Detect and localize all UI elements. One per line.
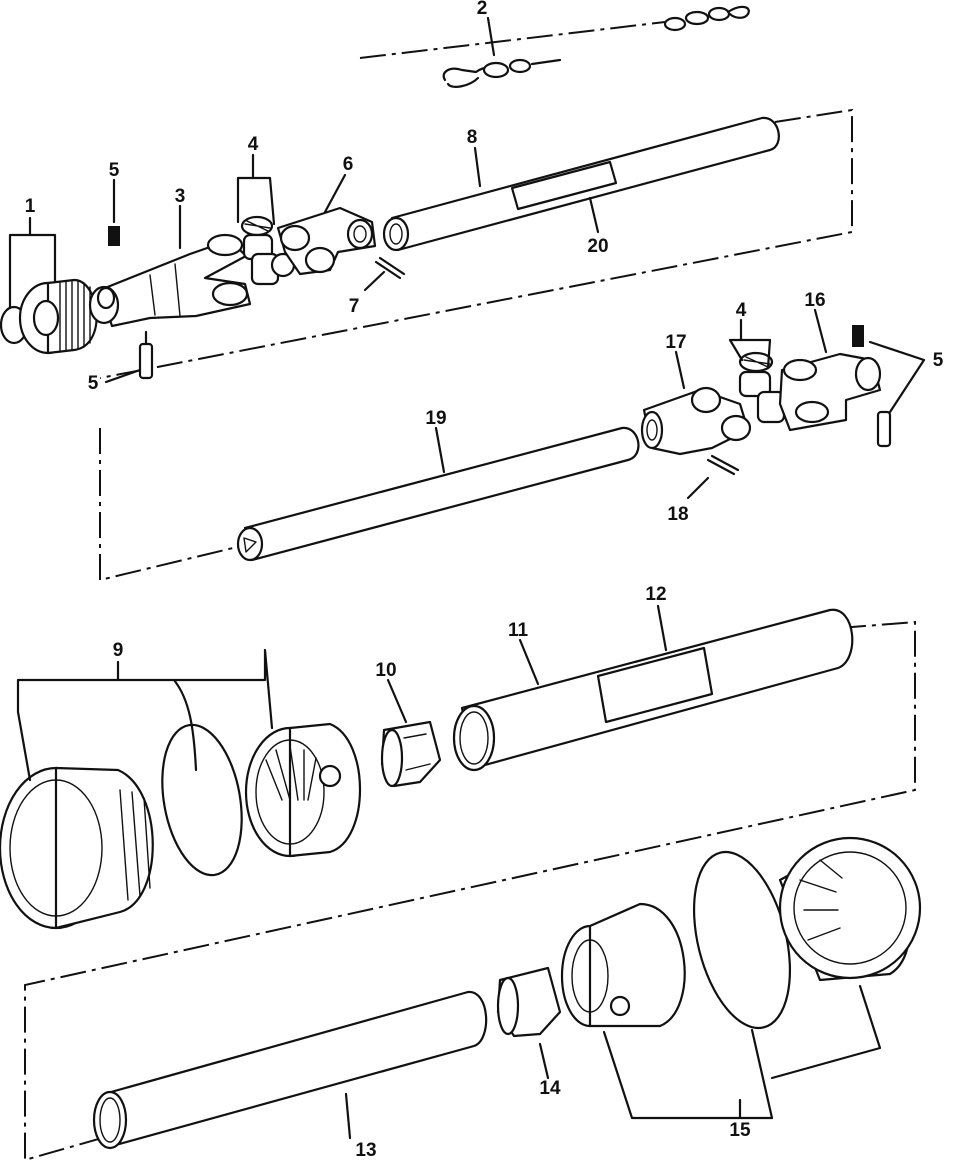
callout-18: 18 [667, 504, 688, 525]
callout-7: 7 [349, 296, 360, 317]
decal-part-12 [596, 646, 714, 724]
callout-15: 15 [729, 1120, 751, 1141]
yoke-part-6 [276, 206, 377, 276]
outer-tube-part-19 [236, 426, 640, 562]
callout-9: 9 [113, 640, 124, 661]
inner-shield-tube-part-13 [92, 990, 488, 1150]
bearing-ring-part-14 [496, 966, 562, 1038]
callout-5: 5 [109, 160, 120, 181]
callout-5b: 5 [88, 373, 99, 394]
callout-6: 6 [343, 154, 354, 175]
quick-release-collar-part-1 [18, 278, 98, 355]
spring-pin-part-18 [706, 454, 740, 476]
decal-part-20 [510, 160, 618, 211]
yoke-part-3 [88, 233, 252, 328]
callout-5c: 5 [933, 350, 944, 371]
yoke-part-16 [778, 352, 882, 432]
callout-16: 16 [804, 290, 825, 311]
callout-14: 14 [539, 1078, 561, 1099]
safety-chain-part [442, 5, 750, 88]
callout-8: 8 [467, 127, 478, 148]
callout-2: 2 [477, 0, 488, 19]
grease-fitting-part-5b [852, 325, 892, 448]
callout-4b: 4 [736, 300, 747, 321]
cross-bearing-part-4 [240, 215, 296, 286]
shield-cone-part-15 [778, 836, 922, 982]
callout-12: 12 [645, 584, 666, 605]
callout-4: 4 [248, 134, 259, 155]
assembly-boundary-lines [24, 21, 916, 1162]
leader-lines [8, 16, 926, 1140]
callout-10: 10 [375, 660, 396, 681]
bearing-ring-part-10 [380, 720, 442, 788]
callout-11: 11 [508, 620, 529, 641]
callout-17: 17 [665, 332, 686, 353]
callout-13: 13 [355, 1140, 376, 1161]
grease-fitting-part-5 [108, 226, 154, 380]
callout-20: 20 [587, 236, 608, 257]
callout-labels: 1 2 3 4 5 6 7 8 20 5 16 17 4 5 19 18 12 … [25, 0, 944, 1161]
bearing-housing-part-9 [244, 722, 362, 858]
callout-1: 1 [25, 196, 36, 217]
callout-19: 19 [425, 408, 446, 429]
callout-3: 3 [175, 186, 186, 207]
retaining-ring-part-9 [161, 723, 243, 877]
spring-pin-part-7 [374, 256, 406, 280]
yoke-part-17 [640, 386, 752, 456]
bearing-housing-part-15 [560, 902, 686, 1028]
shield-cone-part-9 [0, 766, 154, 930]
